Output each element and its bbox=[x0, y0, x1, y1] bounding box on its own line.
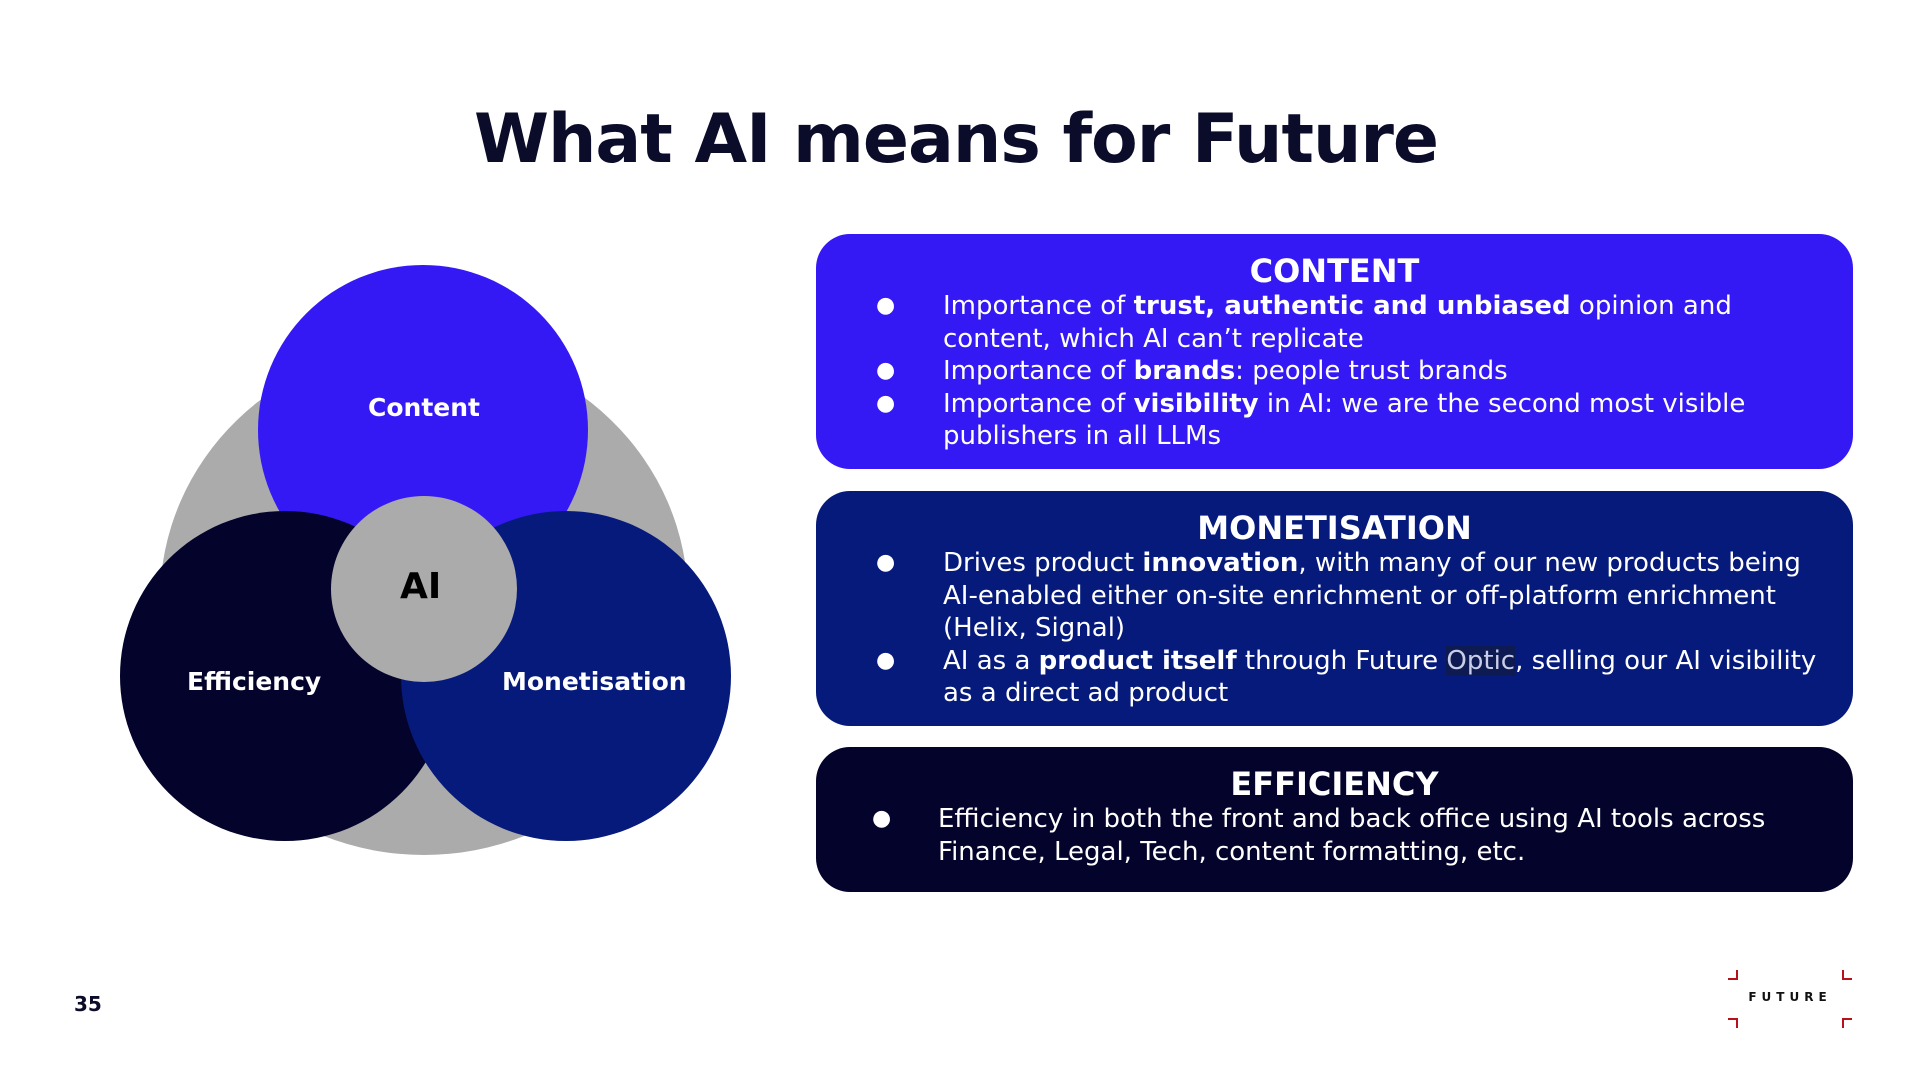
venn-circle-ai bbox=[331, 496, 517, 682]
bullet-icon: ● bbox=[876, 390, 896, 416]
item-emphasis: visibility bbox=[1133, 388, 1259, 419]
logo-corner-icon bbox=[1728, 1018, 1738, 1028]
venn-diagram: Content Efficiency Monetisation AI bbox=[110, 255, 740, 865]
venn-label-monetisation: Monetisation bbox=[502, 667, 687, 696]
item-text: Importance of bbox=[943, 356, 1134, 386]
item-emphasis: innovation bbox=[1142, 548, 1299, 578]
page-number: 35 bbox=[74, 992, 102, 1016]
monetisation-panel: MONETISATION ● Drives product innovation… bbox=[816, 491, 1853, 726]
item-text: Drives product bbox=[943, 548, 1143, 578]
item-text: AI as a bbox=[943, 645, 1039, 676]
bullet-icon: ● bbox=[876, 550, 896, 575]
item-text: Importance of bbox=[943, 291, 1134, 321]
efficiency-panel-heading: EFFICIENCY bbox=[1230, 765, 1439, 803]
monetisation-panel-heading: MONETISATION bbox=[1197, 509, 1472, 547]
efficiency-panel: EFFICIENCY ● Efficiency in both the fron… bbox=[816, 747, 1853, 892]
venn-label-content: Content bbox=[368, 393, 480, 422]
venn-label-efficiency: Efficiency bbox=[187, 667, 322, 696]
content-panel-heading: CONTENT bbox=[1249, 252, 1420, 290]
bullet-icon: ● bbox=[876, 647, 896, 673]
item-emphasis: trust, authentic and unbiased bbox=[1133, 291, 1571, 321]
monetisation-bullet-list: ● Drives product innovation, with many o… bbox=[816, 547, 1853, 710]
item-emphasis: brands bbox=[1133, 356, 1236, 386]
bullet-icon: ● bbox=[876, 358, 896, 383]
efficiency-bullet-list: ● Efficiency in both the front and back … bbox=[816, 803, 1853, 868]
slide-title: What AI means for Future bbox=[473, 100, 1439, 179]
list-item: ● AI as a product itself through Future … bbox=[816, 645, 1853, 710]
logo-text: FUTURE bbox=[1748, 990, 1832, 1004]
item-text: through Future bbox=[1236, 645, 1447, 676]
list-item: ● Drives product innovation, with many o… bbox=[816, 547, 1853, 645]
item-text: Importance of bbox=[943, 388, 1134, 419]
item-text: : people trust brands bbox=[1235, 356, 1508, 386]
bullet-icon: ● bbox=[872, 806, 892, 831]
logo-corner-icon bbox=[1728, 970, 1738, 980]
content-bullet-list: ● Importance of trust, authentic and unb… bbox=[816, 290, 1853, 453]
selected-text[interactable]: Optic bbox=[1446, 645, 1516, 676]
list-item: ● Importance of trust, authentic and unb… bbox=[816, 290, 1853, 355]
item-text: opinion and content, which AI can’t repl… bbox=[943, 291, 1732, 354]
bullet-icon: ● bbox=[876, 293, 896, 318]
venn-label-ai: AI bbox=[400, 566, 442, 607]
list-item: ● Importance of visibility in AI: we are… bbox=[816, 388, 1853, 453]
item-text: , with many of our new products being AI… bbox=[943, 548, 1801, 643]
item-text: Efficiency in both the front and back of… bbox=[938, 804, 1766, 867]
list-item: ● Importance of brands: people trust bra… bbox=[816, 355, 1853, 388]
future-logo: FUTURE bbox=[1728, 970, 1852, 1028]
list-item: ● Efficiency in both the front and back … bbox=[816, 803, 1853, 868]
logo-corner-icon bbox=[1842, 970, 1852, 980]
item-emphasis: product itself bbox=[1038, 645, 1237, 676]
item-text: in AI: we are the second most visible pu… bbox=[943, 388, 1746, 452]
content-panel: CONTENT ● Importance of trust, authentic… bbox=[816, 234, 1853, 469]
item-text: , selling our AI visibility as a direct … bbox=[943, 645, 1817, 709]
logo-corner-icon bbox=[1842, 1018, 1852, 1028]
